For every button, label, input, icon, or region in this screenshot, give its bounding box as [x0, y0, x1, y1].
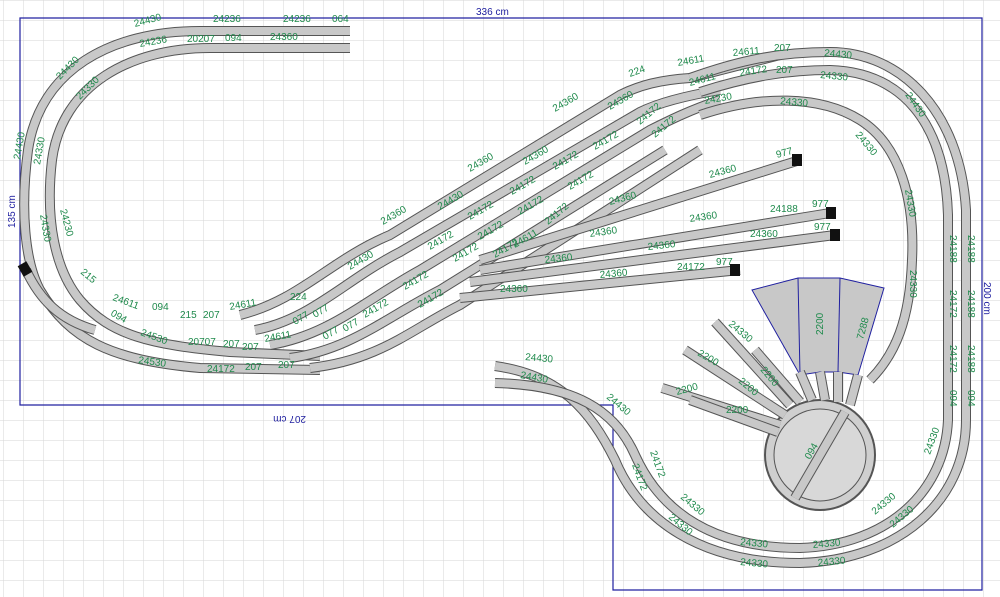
label: 24360	[589, 225, 619, 240]
label: 977	[775, 146, 794, 161]
label: 24236	[139, 34, 169, 50]
label: 24360	[500, 284, 528, 295]
label: 24330	[37, 214, 53, 244]
dimension-bottom: 207 cm	[273, 413, 306, 424]
label: 24430	[525, 352, 554, 365]
label: 24530	[138, 355, 168, 370]
label: 24330	[817, 556, 846, 569]
label: 24172	[677, 262, 705, 273]
turntable[interactable]	[660, 277, 885, 511]
dimension-top: 336 cm	[476, 7, 509, 18]
label: 24330	[740, 537, 769, 550]
dimension-left: 135 cm	[7, 195, 18, 228]
label: 207	[278, 360, 295, 371]
label: 24330	[902, 189, 918, 219]
label: 207	[776, 65, 793, 76]
baseboard-outline	[19, 17, 983, 591]
label: 207	[203, 310, 220, 321]
label: 24330	[812, 538, 841, 551]
label: 094	[152, 302, 169, 313]
label: 24360	[544, 252, 573, 266]
label: 2200	[726, 405, 749, 416]
label: 24611	[264, 329, 293, 345]
label: 24172	[207, 364, 235, 375]
label: 24188	[965, 290, 976, 318]
label: 24611	[732, 46, 760, 59]
label: 24236	[213, 14, 241, 25]
label: 24172	[739, 64, 769, 79]
label: 24360	[599, 268, 628, 281]
label: 24172	[947, 345, 958, 373]
label: 24188	[965, 345, 976, 373]
label: 24611	[229, 297, 258, 313]
label: 2200	[815, 312, 826, 335]
label: 24430	[519, 370, 549, 386]
label: 24360	[750, 229, 778, 240]
label: 24430	[824, 48, 853, 61]
label: 977	[814, 222, 831, 233]
label: 064	[332, 14, 349, 25]
label: 20707	[188, 337, 216, 348]
label: 24360	[689, 210, 719, 225]
label: 094	[965, 390, 976, 407]
label: 24330	[32, 136, 48, 166]
label: 977	[812, 199, 829, 210]
label: 24188	[965, 235, 976, 263]
label: 094	[225, 33, 242, 44]
dimension-right: 200 cm	[981, 282, 992, 315]
label: 24236	[283, 14, 311, 25]
label: 24330	[820, 70, 849, 83]
label: 094	[947, 390, 958, 407]
buffer-stops	[17, 154, 840, 277]
label: 24188	[770, 204, 798, 215]
label: 207	[223, 339, 240, 350]
label: 224	[290, 292, 307, 303]
label: 24360	[647, 239, 676, 253]
label: 24188	[947, 235, 958, 263]
label: 24360	[270, 32, 298, 43]
label: 24230	[704, 91, 734, 107]
label: 24330	[907, 270, 918, 298]
label: 977	[716, 257, 733, 268]
label: 215	[180, 310, 197, 321]
label: 20207	[187, 34, 215, 45]
label: 24172	[947, 290, 958, 318]
label: 207	[245, 362, 262, 373]
label: 207	[242, 342, 259, 353]
label: 24430	[12, 131, 28, 161]
label: 24611	[677, 53, 706, 69]
track-layer	[19, 26, 971, 568]
label: 207	[774, 43, 791, 54]
label: 24330	[780, 96, 809, 109]
label: 24330	[740, 557, 769, 570]
